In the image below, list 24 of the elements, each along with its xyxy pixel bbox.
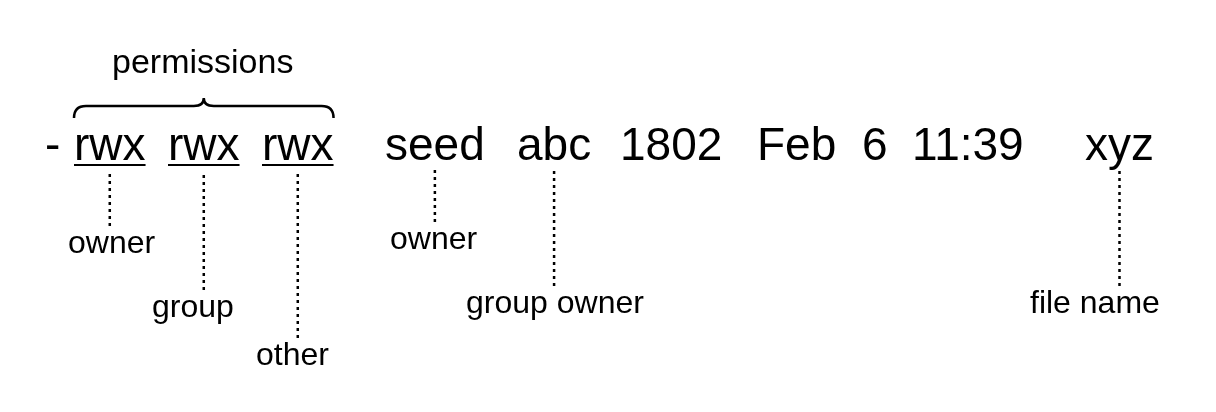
listing-field: -: [45, 120, 61, 169]
leader-line: [202, 172, 205, 290]
listing-field: abc: [517, 120, 592, 169]
annotation-label: owner: [68, 226, 156, 260]
permission-field: rwx: [74, 120, 146, 173]
annotation-label: file name: [1030, 286, 1160, 320]
listing-field: 11:39: [912, 120, 1024, 169]
listing-field: Feb: [757, 120, 837, 169]
annotation-label: other: [256, 338, 329, 372]
listing-field: 6: [862, 120, 888, 169]
group-caption: permissions: [112, 44, 294, 80]
permission-field: rwx: [262, 120, 334, 173]
permission-field: rwx: [168, 120, 240, 173]
leader-line: [433, 168, 437, 222]
annotation-label: group: [152, 290, 234, 324]
leader-line: [1118, 168, 1121, 286]
annotation-label: owner: [390, 222, 478, 256]
listing-field: 1802: [620, 120, 723, 169]
annotation-label: group owner: [466, 286, 644, 320]
listing-field: seed: [385, 120, 485, 169]
listing-field: xyz: [1085, 120, 1154, 169]
leader-line: [552, 168, 556, 286]
leader-line: [108, 172, 111, 226]
leader-line: [296, 172, 299, 338]
